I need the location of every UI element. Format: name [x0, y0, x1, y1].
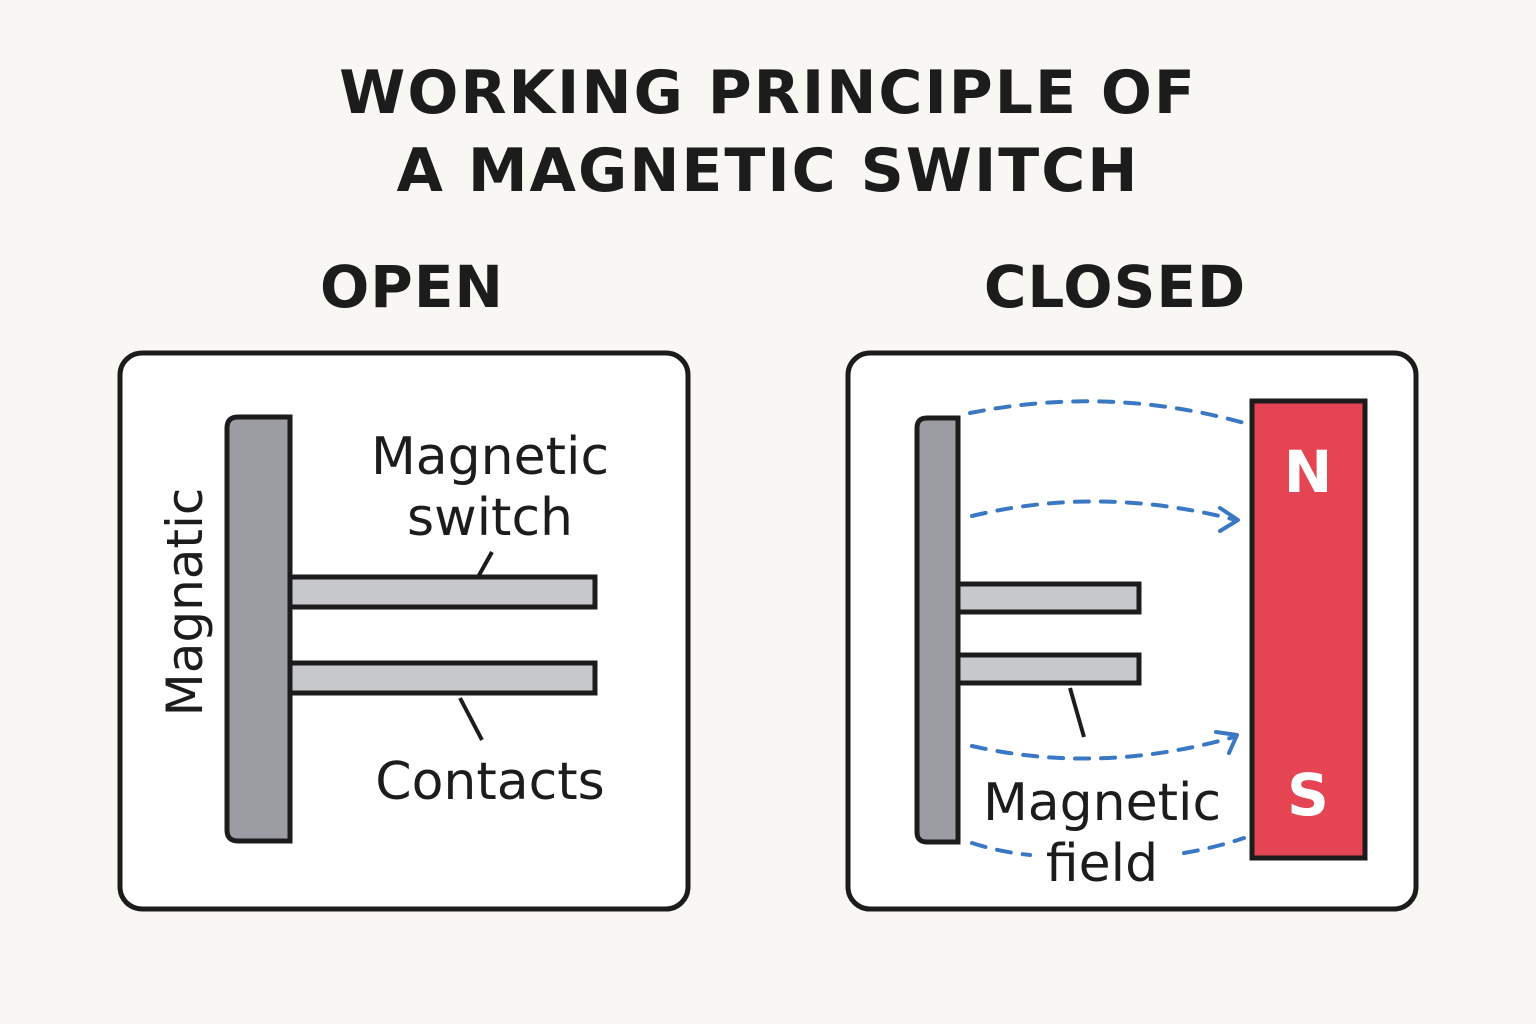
closed-heading: CLOSED: [983, 253, 1247, 321]
closed-vertical-bar: [914, 415, 961, 845]
open-contacts-pointer: [458, 697, 484, 741]
page-title: WORKING PRINCIPLE OF A MAGNETIC SWITCH: [0, 54, 1536, 210]
closed-contact-upper: [955, 581, 1142, 615]
open-switch-label-line1: Magnetic: [371, 427, 609, 487]
title-line-1: WORKING PRINCIPLE OF: [339, 58, 1197, 128]
open-switch-pointer: [476, 551, 494, 578]
field-line-1: [968, 399, 1250, 426]
open-panel: Magnatic Magnetic switch Contacts: [117, 350, 691, 912]
open-heading: OPEN: [320, 253, 504, 321]
closed-field-label-line2: field: [1046, 834, 1158, 894]
open-side-label: Magnatic: [156, 488, 214, 717]
field-arrowhead-3: [1214, 730, 1239, 755]
closed-field-pointer: [1068, 687, 1086, 738]
open-contact-upper: [287, 574, 598, 610]
open-contacts-label: Contacts: [375, 752, 604, 812]
field-line-4-left: [970, 841, 1032, 857]
field-line-2: [970, 499, 1238, 522]
closed-contact-lower: [955, 652, 1142, 686]
open-switch-label-line2: switch: [407, 488, 573, 548]
open-contact-lower: [287, 660, 598, 696]
magnet-south-label: S: [1287, 761, 1329, 829]
field-line-3: [970, 735, 1236, 761]
magnet: [1249, 398, 1368, 861]
open-vertical-bar: [224, 414, 293, 844]
magnet-north-label: N: [1284, 438, 1333, 506]
field-arrowhead-2: [1218, 506, 1240, 533]
closed-panel: N S Magnetic field: [845, 350, 1419, 912]
title-line-2: A MAGNETIC SWITCH: [396, 136, 1140, 206]
field-line-4-right: [1182, 836, 1246, 855]
closed-field-label-line1: Magnetic: [983, 773, 1221, 833]
